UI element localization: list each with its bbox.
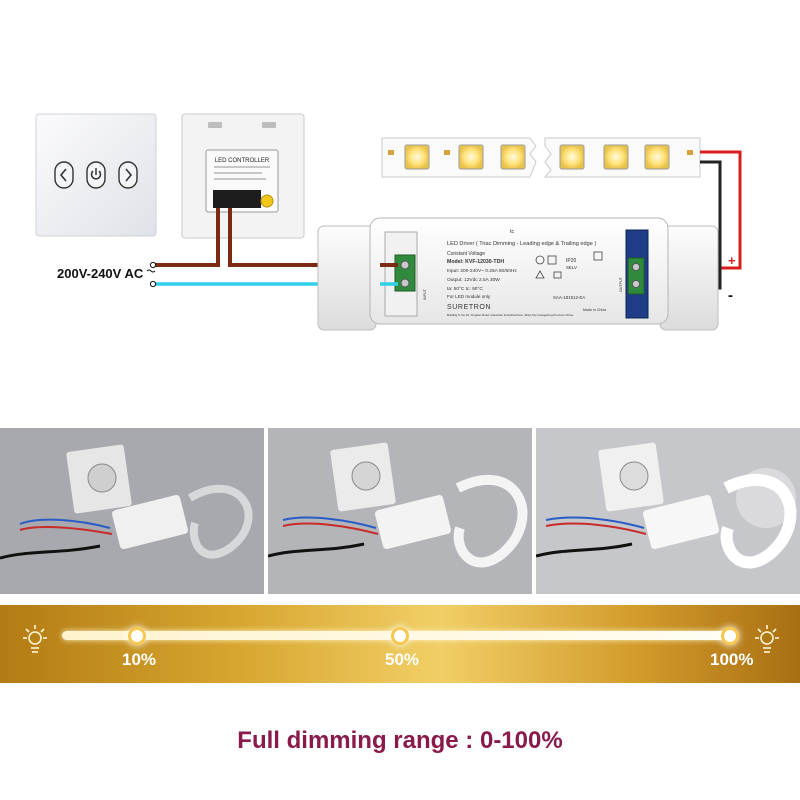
led-strip: [381, 137, 701, 178]
sun-dim-icon: [23, 625, 47, 653]
mains-label: 200V-240V AC: [57, 266, 144, 281]
dimming-label-10: 10%: [122, 650, 157, 669]
driver-selv: SELV: [566, 265, 577, 270]
driver-temps: ta: 50°C tc: 90°C: [447, 286, 483, 292]
driver-ip: IP20: [566, 258, 577, 264]
chevron-right-icon: [118, 161, 138, 189]
photo-dim-50: [268, 428, 532, 594]
led-driver: LED Driver ( Triac Dimming - Leading edg…: [317, 217, 719, 331]
dimming-label-100: 100%: [710, 650, 754, 669]
driver-brand: SURETRON: [447, 304, 491, 311]
power-icon: [86, 161, 106, 189]
dimming-marker-100: [721, 627, 739, 645]
driver-tc-mark: tc: [510, 229, 515, 235]
driver-model: Model: KVF-12030-TDH: [447, 259, 504, 265]
wall-switch: [35, 113, 157, 237]
driver-heading: LED Driver ( Triac Dimming - Leading edg…: [447, 241, 596, 247]
driver-cert: SAA-181512-EA: [553, 295, 585, 300]
driver-output: Output: 12Vdc 2.5A 30W: [447, 277, 500, 283]
led-chip: [404, 144, 670, 170]
controller-label: LED CONTROLLER: [215, 158, 270, 164]
driver-subheading: Constant Voltage: [447, 251, 485, 257]
dimming-marker-50: [391, 627, 409, 645]
dimming-label-50: 50%: [385, 650, 420, 669]
driver-origin: Made in China: [583, 308, 606, 312]
driver-output-terminal: OUTPUT: [619, 276, 623, 292]
certification-icons: [535, 251, 603, 279]
plus-sign: +: [728, 253, 736, 268]
dimming-range-band: [0, 605, 800, 683]
driver-note: For LED module only: [447, 294, 491, 299]
chevron-left-icon: [54, 161, 74, 189]
photo-dim-100: [536, 428, 800, 594]
dimming-marker-10: [128, 627, 146, 645]
minus-sign: -: [728, 287, 733, 304]
neutral-terminal-dot: [149, 280, 157, 288]
page-title: Full dimming range : 0-100%: [237, 727, 563, 754]
dimmer-controller: LED CONTROLLER: [181, 113, 305, 239]
live-terminal-dot: [149, 261, 157, 269]
driver-input-terminal: INPUT: [423, 288, 427, 300]
sun-bright-icon: [755, 625, 779, 653]
driver-address: Building 5, No.18, Xingdao Road, Qiaosha…: [447, 313, 573, 317]
photo-dim-10: [0, 428, 264, 594]
wiring-diagram: LED CONTROLLER 200V-240V AC +: [35, 113, 742, 331]
driver-input: Input: 200-240V~ 0.25A 50/60Hz: [447, 268, 517, 274]
